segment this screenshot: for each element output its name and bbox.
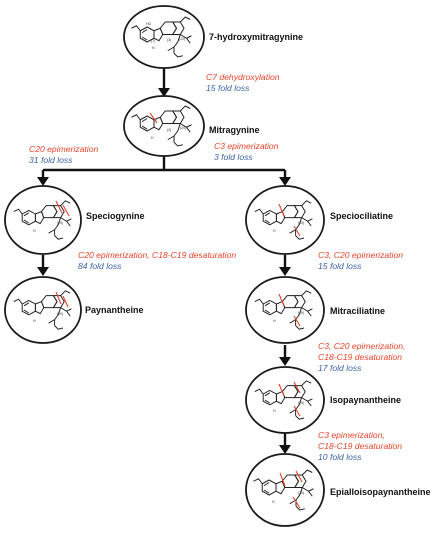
position-7-label: (7) [151,39,155,43]
amine-label: H [33,229,36,233]
node-name: Epialloisopaynantheine [330,487,431,497]
node-isopaynantheine: (20) H Isopaynantheine [245,366,401,434]
arrows [37,68,291,454]
annotation-e3: C3 epimerization 3 fold loss [214,141,279,162]
position-20-label: (20) [180,126,186,130]
position-20-label: (20) [57,312,63,316]
position-20-label: (20) [179,37,185,41]
stereocenter-mark [293,315,301,327]
position-20-label: (20) [57,221,63,225]
position-20-label: (20) [298,401,304,405]
position-20-label: (20) [298,311,304,315]
stereocenter-mark [55,291,62,305]
stereocenter-mark [278,203,285,217]
node-ellipse [123,5,205,69]
loss-text: 15 fold loss [206,83,250,93]
stereocenter-mark [293,225,301,237]
node-name: 7-hydroxymitragynine [209,32,303,42]
arrowhead-speciogynine [37,177,49,186]
node-speciogynine: (20) H Speciogynine [4,185,145,255]
node-ellipse [4,276,82,344]
change-text: C3 epimerization [214,141,279,151]
annotation-e6: C3, C20 epimerization, C18-C19 desaturat… [318,341,405,373]
node-paynantheine: (20) H Paynantheine [4,276,144,344]
stereocenter-mark [149,112,158,124]
position-3-label: (3) [167,128,171,132]
node-name: Speciociliatine [330,211,393,221]
node-name: Speciogynine [86,211,145,221]
loss-text: 3 fold loss [214,152,253,162]
annotation-e2: C20 epimerization 31 fold loss [29,144,98,165]
amine-label: H [273,229,276,233]
node-mitraciliatine: (20) H Mitraciliatine [245,276,385,344]
stereocenter-mark [292,496,301,509]
node-ellipse [123,95,205,157]
node-ellipse [245,366,325,434]
stereocenter-mark [293,381,301,394]
stereocenter-mark [295,470,303,483]
change-text: C18-C19 desaturation [318,441,402,451]
position-20-label: (20) [298,221,304,225]
change-text: C3, C20 epimerization, [318,341,405,351]
node-ellipse [4,185,82,255]
stereocenter-mark [278,293,285,307]
position-3-label: (3) [167,38,171,42]
loss-text: 84 fold loss [78,261,122,271]
stereocenter-mark [293,405,301,417]
node-ellipse [245,453,325,527]
arrowhead-epialloisopaynantheine [279,445,291,454]
change-text: C3, C20 epimerization [318,250,403,260]
arrowhead-isopaynantheine [279,357,291,366]
stereocenter-mark [278,383,285,397]
amine-label: H [272,500,275,504]
loss-text: 10 fold loss [318,452,362,462]
change-text: C20 epimerization [29,144,98,154]
stereocenter-mark [62,295,69,308]
annotation-e4: C20 epimerization, C18-C19 desaturation … [78,250,236,271]
loss-text: 31 fold loss [29,155,73,165]
node-mitragynine: (3) (20) H Mitragynine [123,95,260,157]
amine-label: H [151,136,154,140]
arrowhead-speciociliatine [279,177,291,186]
amine-label: H [273,409,276,413]
amine-label: H [273,319,276,323]
node-epialloisopaynantheine: (20) H Epialloisopaynantheine [245,453,431,527]
node-name: Mitragynine [209,125,260,135]
nitrogen-label: N [152,46,155,50]
change-text: C18-C19 desaturation [318,352,402,362]
amine-label: H [33,319,36,323]
node-name: Paynantheine [85,305,144,315]
annotation-e7: C3 epimerization, C18-C19 desaturation 1… [318,430,402,462]
loss-text: 15 fold loss [318,261,362,271]
node-name: Mitraciliatine [330,306,385,316]
stereocenter-mark [62,204,70,217]
stereocenter-mark [55,200,63,214]
node-ellipse [245,276,325,344]
annotation-e5: C3, C20 epimerization 15 fold loss [318,250,403,271]
hydroxyl-label: HO [146,22,152,26]
node-7-hydroxymitragynine: HO (7) (3) (20) N 7-hydroxymitragynine [123,5,303,69]
change-text: C3 epimerization, [318,430,385,440]
arrowhead-mitragynine [158,88,170,97]
annotation-e1: C7 dehydroxylation 15 fold loss [206,72,280,93]
node-speciociliatine: (20) H Speciociliatine [245,185,393,255]
arrowhead-mitraciliatine [279,267,291,276]
position-20-label: (20) [298,491,304,495]
node-name: Isopaynantheine [330,395,401,405]
arrowhead-paynantheine [37,267,49,276]
loss-text: 17 fold loss [318,363,362,373]
change-text: C20 epimerization, C18-C19 desaturation [78,250,236,260]
stereocenter-mark [279,472,286,487]
change-text: C7 dehydroxylation [206,72,280,82]
node-ellipse [245,185,325,255]
